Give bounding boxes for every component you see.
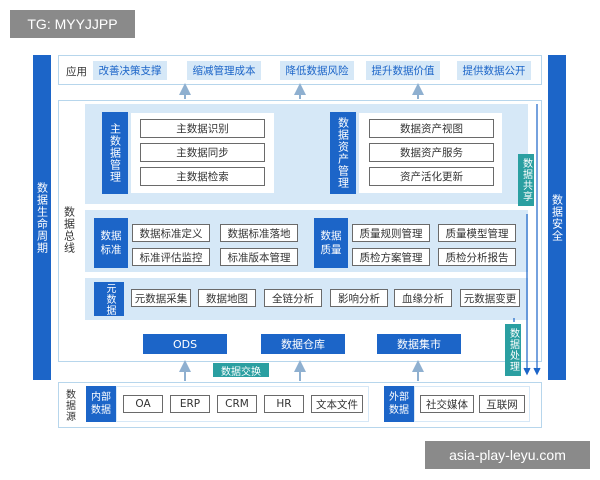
standard-item: 数据标准定义 [132,224,210,242]
standard-title-text: 数据标准 [100,230,122,256]
metadata-item: 血缘分析 [394,289,452,307]
source-item-crm: CRM [217,395,257,413]
data-lifecycle-bar: 数据生命周期 [33,55,51,380]
quality-item: 质量模型管理 [438,224,516,242]
asset-mgmt-item: 数据资产服务 [369,143,494,162]
source-label: 数据源 [63,388,75,422]
quality-item: 质检分析报告 [438,248,516,266]
app-item-open: 提供数据公开 [457,61,531,80]
source-item-internet: 互联网 [479,395,525,413]
data-share-box: 数据共享 [518,154,534,206]
source-item-hr: HR [264,395,304,413]
quality-title-text: 数据质量 [320,230,342,256]
data-processing-text: 数据处理 [507,328,519,372]
data-processing-box: 数据处理 [505,324,521,376]
data-security-bar: 数据安全 [548,55,566,380]
data-share-text: 数据共享 [520,158,532,202]
data-security-label: 数据安全 [550,193,564,242]
data-bus-label-box: 数据总线 [62,200,76,260]
metadata-item: 数据地图 [198,289,256,307]
storage-ods: ODS [143,334,227,354]
external-data-title-text: 外部数据 [389,392,409,416]
source-item-social: 社交媒体 [420,395,474,413]
source-item-erp: ERP [170,395,210,413]
metadata-item: 元数据采集 [131,289,191,307]
app-item-cost: 缩减管理成本 [187,61,261,80]
metadata-title-text: 元数据 [104,282,115,316]
watermark-top: TG: MYYJJPP [10,10,135,38]
standard-title: 数据标准 [94,218,128,268]
storage-mart: 数据集市 [377,334,461,354]
asset-mgmt-item: 数据资产视图 [369,119,494,138]
master-data-title-text: 主数据管理 [108,123,122,183]
data-bus-label: 数据总线 [62,206,76,254]
quality-title: 数据质量 [314,218,348,268]
asset-mgmt-title: 数据资产管理 [330,112,356,194]
metadata-item: 影响分析 [330,289,388,307]
metadata-item: 全链分析 [264,289,322,307]
master-data-item: 主数据识别 [140,119,265,138]
source-item-oa: OA [123,395,163,413]
internal-data-title-text: 内部数据 [91,392,111,416]
external-data-title: 外部数据 [384,386,414,422]
master-data-item: 主数据检索 [140,167,265,186]
metadata-item: 元数据变更 [460,289,520,307]
standard-item: 标准评估监控 [132,248,210,266]
metadata-title: 元数据 [94,282,124,316]
app-item-decision: 改善决策支撑 [93,61,167,80]
quality-item: 质检方案管理 [352,248,430,266]
application-label: 应用 [66,66,87,78]
master-data-title: 主数据管理 [102,112,128,194]
storage-warehouse: 数据仓库 [261,334,345,354]
asset-mgmt-item: 资产活化更新 [369,167,494,186]
asset-mgmt-title-text: 数据资产管理 [336,117,350,189]
source-label-box: 数据源 [62,385,76,425]
master-data-item: 主数据同步 [140,143,265,162]
app-item-risk: 降低数据风险 [280,61,354,80]
data-lifecycle-label: 数据生命周期 [35,181,49,254]
standard-item: 数据标准落地 [220,224,298,242]
source-item-text: 文本文件 [311,395,363,413]
quality-item: 质量规则管理 [352,224,430,242]
watermark-bottom: asia-play-leyu.com [425,441,590,469]
standard-item: 标准版本管理 [220,248,298,266]
app-item-value: 提升数据价值 [366,61,440,80]
internal-data-title: 内部数据 [86,386,116,422]
data-exchange-box: 数据交换 [213,363,269,378]
